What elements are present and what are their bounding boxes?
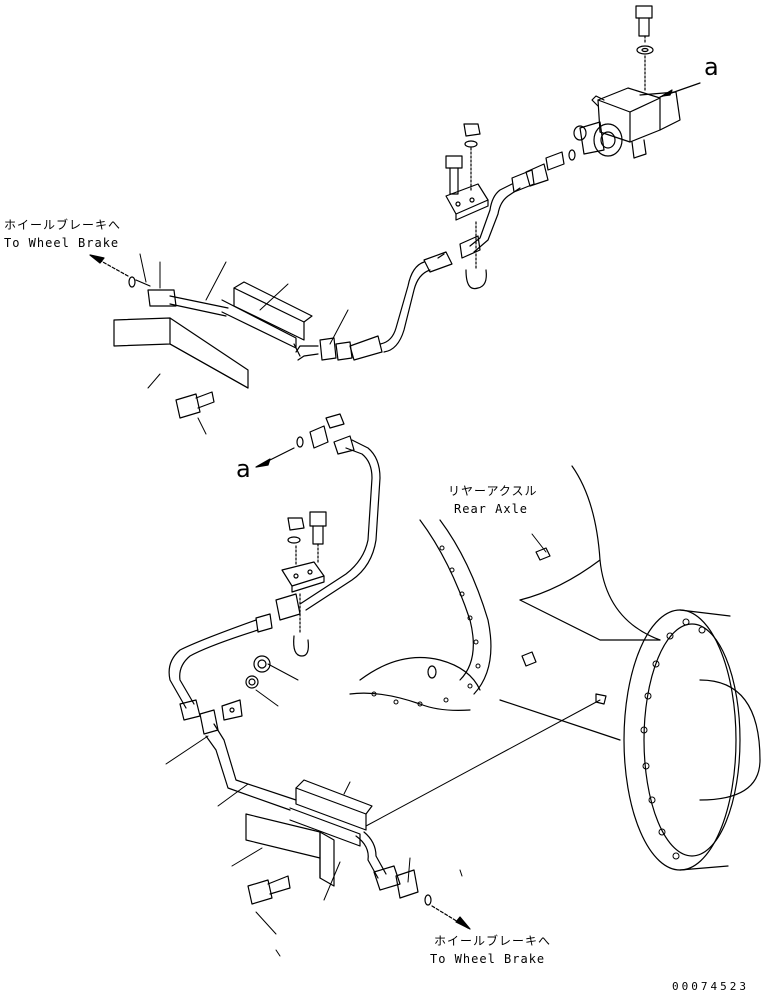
- rear-axle-housing: [349, 465, 661, 741]
- clamp-bracket-mid: [281, 511, 327, 657]
- wheel-brake-label-top-en: To Wheel Brake: [4, 236, 120, 250]
- rear-axle-label-en: Rear Axle: [454, 502, 529, 516]
- wheel-brake-label-top-ja: ホイールブレーキへ: [4, 218, 122, 232]
- wheel-brake-arrow-bottom: [431, 905, 471, 930]
- axle-mount-point: [595, 693, 607, 705]
- rear-axle-leader: [531, 533, 547, 553]
- guard-and-tube-left-top: [113, 276, 313, 419]
- callout-a-mid: a: [236, 455, 251, 483]
- small-bracket-and-washers: [221, 655, 271, 721]
- wheel-brake-label-bottom-en: To Wheel Brake: [430, 952, 546, 966]
- callout-a-top: a: [704, 53, 719, 81]
- wheel-hub-flange: [623, 609, 761, 871]
- rear-axle-label-ja: リヤーアクスル: [448, 484, 538, 498]
- top-fittings: [511, 149, 576, 193]
- top-leader-lines: [139, 253, 349, 435]
- mid-fittings: [296, 413, 355, 455]
- callout-a-arrow-mid: [255, 447, 295, 468]
- lower-leader-lines: [165, 663, 463, 957]
- clamp-bracket-top: [445, 123, 489, 290]
- axle-leader-line: [365, 699, 601, 827]
- drawing-number: 00074523: [672, 980, 749, 993]
- brake-valve: [573, 87, 681, 159]
- wheel-brake-arrow-top: [89, 254, 129, 277]
- guard-and-tube-lower: [245, 779, 432, 906]
- brake-tube-mid: [168, 439, 381, 811]
- valve-bolt: [635, 5, 654, 93]
- wheel-brake-label-bottom-ja: ホイールブレーキへ: [434, 934, 552, 948]
- callout-a-arrow-top: [659, 82, 701, 98]
